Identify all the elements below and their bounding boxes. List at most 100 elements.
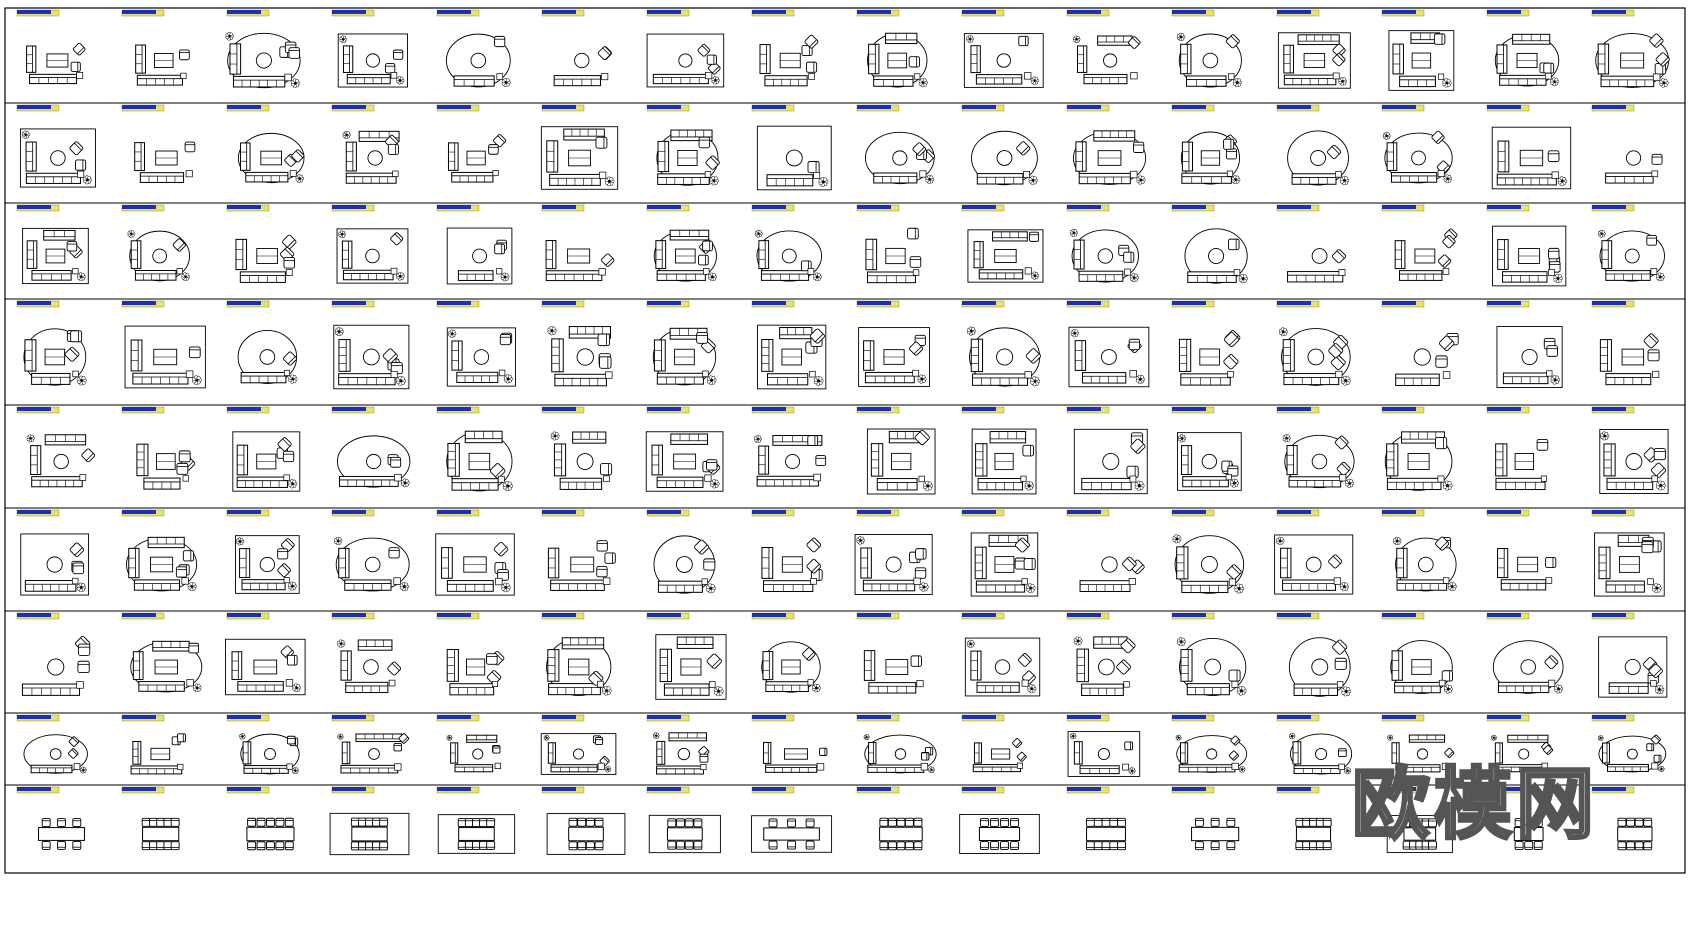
sofa-mark	[1075, 141, 1087, 172]
dining-set-block	[226, 786, 295, 851]
chair-mark	[768, 818, 778, 828]
dining-set-block	[1171, 786, 1240, 851]
sofa-mark	[132, 740, 142, 765]
chair-mark	[1442, 234, 1456, 249]
block-tag-bar	[1067, 510, 1101, 514]
sofa-set-block	[856, 104, 936, 185]
sofa-mark	[1078, 270, 1124, 282]
sofa-mark	[237, 681, 284, 692]
chair-mark	[1322, 841, 1332, 851]
plant-mark	[192, 375, 202, 385]
block-tag-bar	[122, 787, 156, 791]
sofa-set-block	[1381, 104, 1453, 184]
plant-mark	[501, 77, 511, 88]
chair-mark	[912, 142, 927, 156]
chair-mark	[1016, 751, 1027, 762]
sofa-set-block	[1381, 9, 1455, 91]
block-tag-bar	[1487, 10, 1521, 14]
plant-mark	[919, 582, 929, 592]
chair-mark	[568, 817, 578, 827]
plant-mark	[396, 272, 405, 281]
chair-mark	[77, 643, 91, 656]
chair-mark	[979, 818, 989, 827]
chair-mark	[286, 735, 296, 745]
chair-mark	[1230, 735, 1241, 746]
chair-mark	[702, 240, 713, 252]
chair-mark	[1647, 349, 1660, 362]
sofa-mark	[451, 171, 494, 183]
sofa-set-block	[646, 509, 716, 594]
chair-mark	[493, 541, 509, 557]
sofa-mark	[239, 271, 286, 283]
plant-mark	[500, 272, 510, 282]
sofa-mark	[31, 269, 72, 281]
sofa-mark	[1399, 270, 1443, 281]
block-tag-bar	[227, 205, 261, 209]
sofa-set-block	[1066, 300, 1150, 388]
chair-mark	[275, 817, 285, 827]
chair-mark	[909, 256, 922, 268]
plant-mark	[77, 272, 86, 282]
plant-mark	[1447, 581, 1457, 592]
chair-mark	[492, 745, 501, 754]
sofa-mark	[357, 639, 393, 651]
plant-mark	[1340, 175, 1350, 186]
chair-mark	[247, 817, 257, 827]
sofa-set-block	[1276, 204, 1347, 283]
block-tag-bar	[752, 510, 786, 514]
block-tag-bar	[437, 301, 471, 305]
plant-mark	[1070, 732, 1077, 740]
chair-mark	[1533, 841, 1543, 850]
block-tag-bar	[857, 613, 891, 617]
sofa-mark	[134, 270, 177, 281]
chair-mark	[693, 840, 703, 850]
chair-mark	[1543, 744, 1554, 755]
block-tag-bar	[1067, 105, 1101, 109]
sofa-mark	[1093, 130, 1136, 142]
chair-mark	[601, 253, 615, 267]
sofa-mark	[547, 742, 556, 764]
sofa-set-block	[646, 714, 710, 775]
sofa-mark	[451, 340, 463, 371]
sofa-mark	[1297, 34, 1340, 46]
plant-mark	[1393, 536, 1402, 546]
chair-mark	[703, 558, 716, 571]
plant-mark	[1031, 271, 1040, 280]
sofa-set-block	[961, 714, 1027, 773]
sofa-mark	[1497, 239, 1509, 270]
chair-mark	[594, 817, 604, 827]
sofa-mark	[1283, 44, 1295, 74]
sofa-set-block	[436, 612, 505, 696]
sofa-mark	[235, 238, 248, 271]
plant-mark	[1659, 78, 1669, 88]
block-tag-bar	[332, 787, 366, 791]
sofa-set-block	[1274, 509, 1354, 595]
sofa-set-block	[541, 300, 613, 387]
chair-mark	[676, 840, 685, 850]
chair-mark	[72, 818, 82, 828]
chair-mark	[913, 817, 923, 827]
chair-mark	[805, 840, 815, 850]
chair-mark	[1014, 537, 1030, 553]
block-tag-bar	[122, 407, 156, 411]
plant-mark	[1236, 685, 1247, 696]
chair-mark	[909, 341, 924, 356]
sofa-mark	[657, 580, 703, 593]
sofa-mark	[554, 373, 607, 387]
plant-mark	[1025, 583, 1036, 594]
block-tag-bar	[647, 105, 681, 109]
block-tag-bar	[122, 715, 156, 719]
sofa-mark	[550, 579, 605, 591]
chair-mark	[667, 818, 677, 828]
chair-mark	[494, 243, 505, 255]
chair-mark	[1117, 841, 1127, 851]
chair-mark	[1023, 557, 1036, 570]
chair-mark	[382, 348, 398, 364]
sofa-set-block	[226, 104, 305, 184]
plant-mark	[1387, 734, 1394, 741]
plant-mark	[754, 229, 763, 238]
block-tag-bar	[1382, 715, 1416, 719]
block-tag-bar	[1277, 613, 1311, 617]
chair-mark	[1641, 541, 1654, 554]
plant-mark	[1232, 77, 1243, 88]
